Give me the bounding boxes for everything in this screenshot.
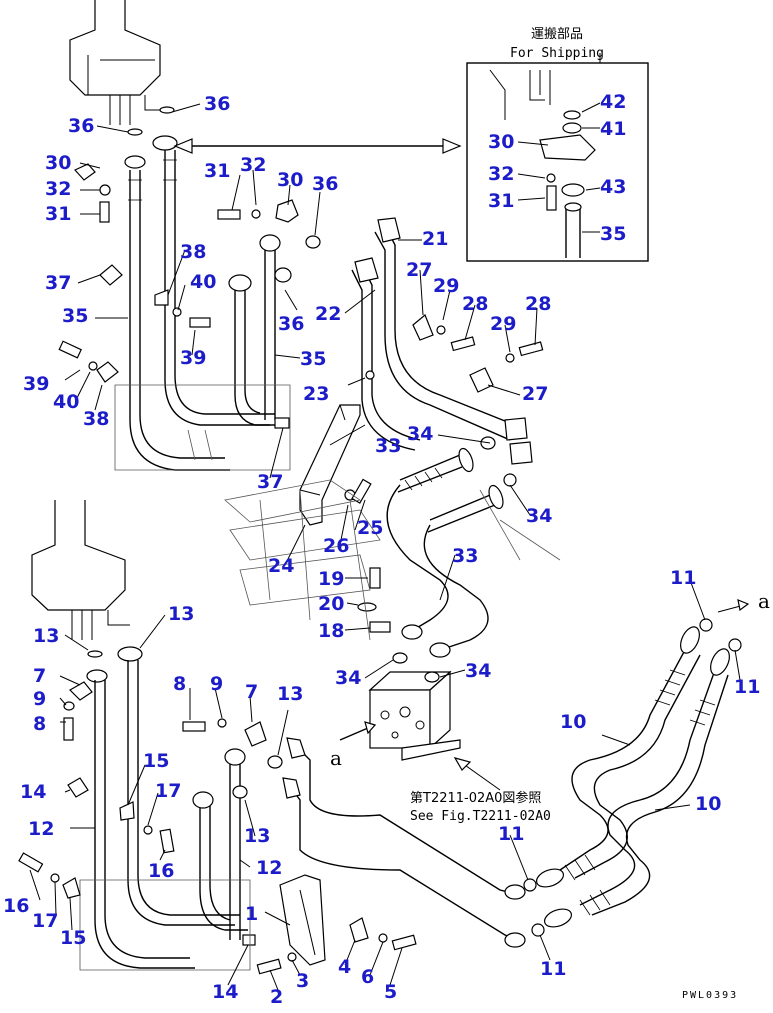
callout-label: 33	[375, 435, 401, 457]
callout-label: 35	[600, 223, 626, 245]
callout-label: 24	[268, 555, 294, 577]
callout-label: 16	[3, 895, 29, 917]
callout-label: 42	[600, 91, 626, 113]
callout-label: 41	[600, 118, 626, 140]
callout-label: 11	[734, 676, 760, 698]
callout-label: 35	[62, 305, 88, 327]
callout-label: 11	[670, 567, 696, 589]
callout-label: 17	[32, 910, 58, 932]
callout-label: 36	[278, 313, 304, 335]
callout-label: 40	[53, 391, 79, 413]
callout-label: 11	[498, 823, 524, 845]
callout-label: 6	[361, 966, 374, 988]
callout-label: 10	[695, 793, 721, 815]
callout-label: 12	[28, 818, 54, 840]
callout-label: 40	[190, 271, 216, 293]
callout-label: 13	[33, 625, 59, 647]
callout-label: 22	[315, 303, 341, 325]
callout-label: 30	[45, 152, 71, 174]
callout-label: 38	[180, 241, 206, 263]
callout-label: 32	[240, 154, 266, 176]
reference-en: See Fig.T2211-02A0	[410, 809, 551, 824]
callout-label: 19	[318, 568, 344, 590]
lower-assembly	[18, 500, 526, 975]
callout-label: 16	[148, 860, 174, 882]
middle-assembly	[224, 217, 561, 658]
callout-label: 31	[45, 203, 71, 225]
callout-label: 8	[33, 713, 46, 735]
callout-label: 34	[526, 505, 552, 527]
reference-jp: 第T2211-02A0図参照	[410, 790, 541, 806]
callout-label: 39	[23, 373, 49, 395]
callout-label: 36	[204, 93, 230, 115]
right-hoses	[523, 599, 750, 937]
callout-numbers: 36 36 30 32 31 31 32 30 36 21 37 38 40 3…	[3, 91, 760, 1008]
callout-label: 35	[300, 348, 326, 370]
callout-label: 13	[168, 603, 194, 625]
callout-label: 12	[256, 857, 282, 879]
callout-label: 4	[338, 956, 351, 978]
callout-label: 8	[173, 673, 186, 695]
callout-label: 1	[245, 903, 258, 925]
callout-label: 26	[323, 535, 349, 557]
shipping-title-en: For Shipping	[510, 46, 604, 61]
marker-a-left: a	[330, 746, 342, 770]
callout-label: 10	[560, 711, 586, 733]
shipping-inset	[466, 62, 649, 262]
callout-label: 37	[257, 471, 283, 493]
callout-label: 36	[68, 115, 94, 137]
callout-label: 37	[45, 272, 71, 294]
callout-label: 31	[488, 190, 514, 212]
callout-label: 21	[422, 228, 448, 250]
callout-label: 34	[335, 667, 361, 689]
callout-label: 18	[318, 620, 344, 642]
callout-label: 25	[357, 517, 383, 539]
marker-a-right: a	[758, 589, 770, 613]
callout-label: 13	[244, 825, 270, 847]
callout-label: 30	[488, 131, 514, 153]
callout-label: 17	[155, 780, 181, 802]
callout-label: 15	[60, 927, 86, 949]
callout-label: 14	[212, 981, 238, 1003]
callout-label: 31	[204, 160, 230, 182]
callout-label: 15	[143, 750, 169, 772]
drawing-code: PWL0393	[682, 990, 738, 1001]
callout-label: 23	[303, 383, 329, 405]
callout-label: 27	[522, 383, 548, 405]
callout-label: 28	[462, 293, 488, 315]
callout-label: 2	[270, 986, 283, 1008]
callout-label: 34	[465, 660, 491, 682]
upper-assembly	[58, 0, 462, 471]
callout-label: 9	[33, 688, 46, 710]
callout-label: 43	[600, 176, 626, 198]
callout-label: 13	[277, 683, 303, 705]
callout-label: 5	[384, 981, 397, 1003]
callout-label: 39	[180, 347, 206, 369]
callout-label: 9	[210, 673, 223, 695]
callout-label: 32	[488, 163, 514, 185]
callout-label: 33	[452, 545, 478, 567]
annotations: 運搬部品 For Shipping 第T2211-02A0図参照 See Fig…	[330, 27, 770, 1001]
callout-label: 30	[277, 169, 303, 191]
callout-label: 3	[296, 970, 309, 992]
callout-label: 29	[433, 275, 459, 297]
callout-label: 34	[407, 423, 433, 445]
callout-label: 20	[318, 593, 344, 615]
leader-lines	[29, 53, 741, 991]
callout-label: 32	[45, 178, 71, 200]
callout-label: 27	[406, 259, 432, 281]
callout-label: 7	[33, 665, 46, 687]
callout-label: 28	[525, 293, 551, 315]
callout-label: 36	[312, 173, 338, 195]
valve-block	[339, 652, 501, 791]
callout-label: 38	[83, 408, 109, 430]
callout-label: 14	[20, 781, 46, 803]
callout-label: 7	[245, 681, 258, 703]
callout-label: 29	[490, 313, 516, 335]
shipping-title-jp: 運搬部品	[531, 27, 583, 42]
callout-label: 11	[540, 958, 566, 980]
